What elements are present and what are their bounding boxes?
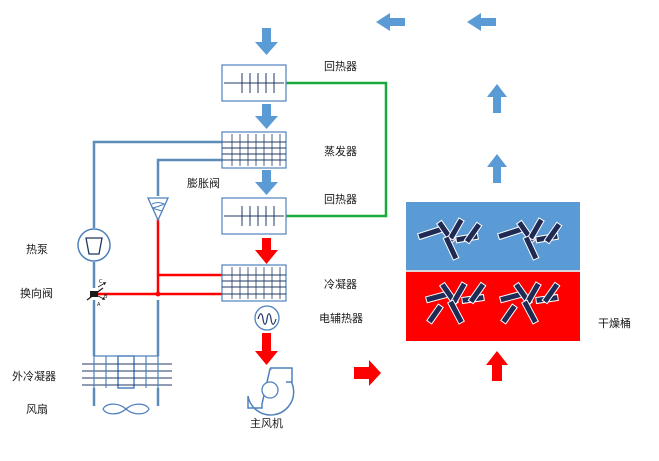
condenser: [221, 264, 287, 302]
drum-exhaust-arrow-up-2-icon: [487, 154, 507, 183]
evaporator-label: 蒸发器: [324, 145, 357, 158]
regenerator-middle: [221, 197, 287, 235]
refrigerant-red-lines: [98, 219, 222, 296]
drum-paddles-icon: [417, 217, 563, 325]
drum-inlet-arrow-up-icon: [486, 351, 508, 381]
electric-heater-label: 电辅热器: [319, 312, 363, 325]
regenerator-green-loop: [286, 81, 388, 218]
regenerator-top: [221, 64, 287, 102]
reversing-valve-label: 换向阀: [20, 287, 53, 300]
condenser-label: 冷凝器: [324, 278, 357, 291]
reversing-valve-icon: [86, 282, 107, 301]
blower-to-drum-arrow-icon: [354, 360, 381, 386]
main-fan-label: 主风机: [250, 417, 283, 430]
air-flow-arrows-red: [255, 238, 508, 386]
exhaust-arrow-left-1-icon: [376, 13, 405, 31]
regenerator-to-condenser-arrow-icon: [255, 238, 278, 264]
heater-coil-icon: [254, 305, 280, 331]
exhaust-arrow-left-2-icon: [467, 13, 496, 31]
drying-drum: [406, 202, 580, 341]
expansion-valve-icon: [146, 197, 170, 222]
outer-condenser-label: 外冷凝器: [12, 370, 56, 383]
drum-exhaust-arrow-up-1-icon: [487, 84, 507, 113]
heat-pump-label: 热泵: [26, 243, 48, 256]
outer-condenser: [82, 355, 172, 389]
regenerator-top-label: 回热器: [324, 60, 357, 73]
compressor-icon: [77, 228, 111, 262]
regenerator-middle-label: 回热器: [324, 193, 357, 206]
centrifugal-fan-icon: [247, 367, 295, 416]
expansion-valve-label: 膨胀阀: [187, 177, 220, 190]
air-inlet-arrow-icon: [255, 28, 278, 55]
evaporator-to-regenerator-arrow-icon: [255, 170, 278, 195]
valve-port-c-label: C: [99, 279, 103, 285]
fan-label: 风扇: [26, 403, 48, 416]
propeller-fan-icon: [102, 403, 150, 415]
pipe-junction: [155, 291, 161, 297]
valve-port-a-label: A: [97, 302, 101, 308]
air-flow-arrows-blue: [255, 13, 507, 195]
regenerator-to-evaporator-arrow-icon: [255, 104, 278, 129]
evaporator: [221, 131, 287, 169]
valve-port-b-label: B: [104, 294, 108, 300]
heater-to-blower-arrow-icon: [255, 333, 278, 365]
outer-condenser-pipes: [92, 300, 160, 406]
drying-drum-label: 干燥桶: [598, 317, 631, 330]
refrigerant-blue-lines: [92, 140, 222, 288]
